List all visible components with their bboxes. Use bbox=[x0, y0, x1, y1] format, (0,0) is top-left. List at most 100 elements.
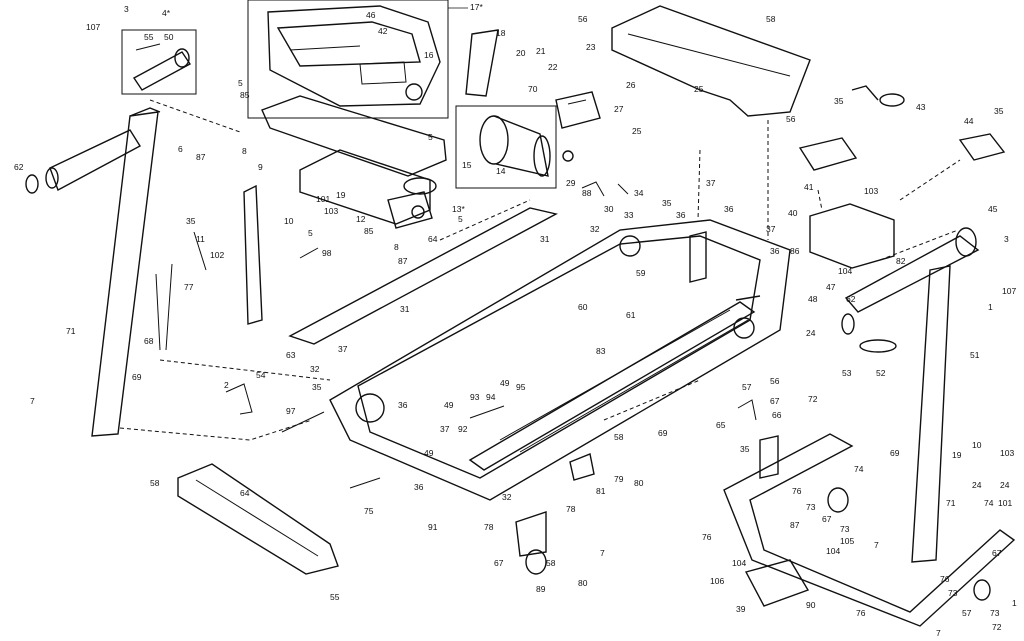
rear-wheel-bracket bbox=[515, 511, 547, 575]
callout-c5c: 5 bbox=[428, 132, 433, 142]
callout-c63: 63 bbox=[286, 350, 296, 360]
deck-frame bbox=[288, 207, 791, 501]
callout-c9: 9 bbox=[258, 162, 263, 172]
callout-c12: 12 bbox=[356, 214, 366, 224]
callout-c54: 54 bbox=[256, 370, 266, 380]
callout-c78a: 78 bbox=[566, 504, 576, 514]
callout-c90: 90 bbox=[806, 600, 816, 610]
callout-c102: 102 bbox=[210, 250, 224, 260]
callout-c14: 14 bbox=[496, 166, 506, 176]
callout-c5d: 5 bbox=[458, 214, 463, 224]
callout-c37b: 37 bbox=[766, 224, 776, 234]
callout-c67d: 67 bbox=[992, 548, 1002, 558]
base-frame bbox=[723, 433, 1016, 627]
callout-c51: 51 bbox=[970, 350, 980, 360]
callout-c35d: 35 bbox=[186, 216, 196, 226]
callout-c6: 6 bbox=[178, 144, 183, 154]
callout-c53: 53 bbox=[842, 368, 852, 378]
callout-c36a: 36 bbox=[676, 210, 686, 220]
callout-c10a: 10 bbox=[284, 216, 294, 226]
callout-c34: 34 bbox=[634, 188, 644, 198]
callout-c56a: 56 bbox=[578, 14, 588, 24]
callout-c88: 88 bbox=[582, 188, 592, 198]
callout-c25b: 25 bbox=[694, 84, 704, 94]
callout-c85a: 85 bbox=[240, 90, 250, 100]
callout-c3b: 3 bbox=[1004, 234, 1009, 244]
callout-labels: 3 107 4* 55 50 46 42 17* 16 18 20 21 22 … bbox=[14, 2, 1017, 638]
callout-c8a: 8 bbox=[242, 146, 247, 156]
callout-c77: 77 bbox=[184, 282, 194, 292]
callout-c19b: 19 bbox=[952, 450, 962, 460]
callout-c72a: 72 bbox=[808, 394, 818, 404]
callout-c47: 47 bbox=[826, 282, 836, 292]
motor-inset bbox=[455, 29, 557, 189]
callout-c7c: 7 bbox=[874, 540, 879, 550]
callout-c40: 40 bbox=[788, 208, 798, 218]
callout-c87c: 87 bbox=[790, 520, 800, 530]
callout-c78b: 78 bbox=[484, 522, 494, 532]
callout-c1b: 1 bbox=[1012, 598, 1017, 608]
callout-c103c: 103 bbox=[1000, 448, 1014, 458]
callout-c7a: 7 bbox=[30, 396, 35, 406]
callout-c107a: 107 bbox=[86, 22, 100, 32]
callout-c61: 61 bbox=[626, 310, 636, 320]
callout-c103b: 103 bbox=[324, 206, 338, 216]
callout-c58d: 58 bbox=[546, 558, 556, 568]
callout-c31a: 31 bbox=[540, 234, 550, 244]
callout-c43: 43 bbox=[916, 102, 926, 112]
callout-c41: 41 bbox=[804, 182, 814, 192]
left-upright bbox=[25, 107, 161, 437]
callout-c67c: 67 bbox=[822, 514, 832, 524]
callout-c89: 89 bbox=[536, 584, 546, 594]
callout-c35a: 35 bbox=[834, 96, 844, 106]
callout-c97: 97 bbox=[286, 406, 296, 416]
callout-c104b: 104 bbox=[826, 546, 840, 556]
callout-c49c: 49 bbox=[424, 448, 434, 458]
callout-c17: 17* bbox=[470, 2, 483, 12]
callout-c30: 30 bbox=[604, 204, 614, 214]
callout-c69a: 69 bbox=[132, 372, 142, 382]
callout-c5b: 5 bbox=[308, 228, 313, 238]
callout-c74a: 74 bbox=[854, 464, 864, 474]
callout-c15: 15 bbox=[462, 160, 472, 170]
callout-c7b: 7 bbox=[600, 548, 605, 558]
callout-c76d: 76 bbox=[940, 574, 950, 584]
callout-c7d: 7 bbox=[936, 628, 941, 638]
electronics-box bbox=[798, 133, 1006, 269]
callout-c24c: 24 bbox=[1000, 480, 1010, 490]
callout-c101b: 101 bbox=[998, 498, 1012, 508]
callout-c8b: 8 bbox=[394, 242, 399, 252]
callout-c81: 81 bbox=[596, 486, 606, 496]
callout-c19a: 19 bbox=[336, 190, 346, 200]
callout-c37c: 37 bbox=[338, 344, 348, 354]
console-inset bbox=[247, 0, 468, 119]
callout-c71a: 71 bbox=[66, 326, 76, 336]
callout-c10b: 10 bbox=[972, 440, 982, 450]
callout-c13: 13* bbox=[452, 204, 465, 214]
callout-c55: 55 bbox=[144, 32, 154, 42]
callout-c26a: 26 bbox=[626, 80, 636, 90]
callout-c91: 91 bbox=[428, 522, 438, 532]
callout-c4: 4* bbox=[162, 8, 171, 18]
callout-c83: 83 bbox=[596, 346, 606, 356]
callout-c21: 21 bbox=[536, 46, 546, 56]
callout-c50: 50 bbox=[164, 32, 174, 42]
callout-c35e: 35 bbox=[312, 382, 322, 392]
callout-c75: 75 bbox=[364, 506, 374, 516]
callout-c72b: 72 bbox=[992, 622, 1002, 632]
motor-bracket bbox=[555, 91, 601, 162]
callout-c45: 45 bbox=[988, 204, 998, 214]
callout-c37d: 37 bbox=[440, 424, 450, 434]
callout-c31b: 31 bbox=[400, 304, 410, 314]
callout-c65: 65 bbox=[716, 420, 726, 430]
callout-c49a: 49 bbox=[444, 400, 454, 410]
callout-c101a: 101 bbox=[316, 194, 330, 204]
console-base bbox=[261, 95, 447, 229]
callout-c56b: 56 bbox=[786, 114, 796, 124]
callout-c44: 44 bbox=[964, 116, 974, 126]
callout-c69b: 69 bbox=[658, 428, 668, 438]
callout-c67a: 67 bbox=[770, 396, 780, 406]
callout-c67b: 67 bbox=[494, 558, 504, 568]
